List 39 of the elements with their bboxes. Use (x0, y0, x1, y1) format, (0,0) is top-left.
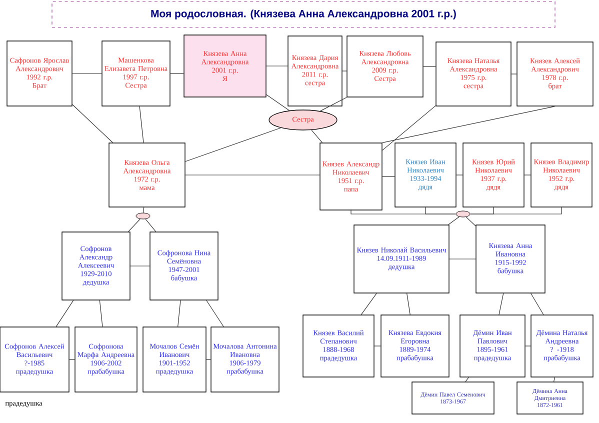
connector-line (465, 377, 469, 382)
connector-line (206, 359, 211, 360)
connector-line (382, 105, 436, 151)
connector-line (466, 216, 476, 226)
connector-line (360, 293, 377, 315)
connector-line (342, 70, 347, 72)
connector-line (530, 293, 544, 315)
connector-line (139, 106, 144, 143)
junction-ellipse (456, 210, 470, 218)
connector-line (423, 66, 436, 67)
connector-line (320, 97, 347, 112)
connector-line (406, 293, 410, 315)
connector-line (56, 300, 74, 327)
connector-line (178, 300, 181, 327)
connector-line (185, 174, 320, 176)
title-box: Моя родословная. (Князева Анна Александровна 2001 г.р.) (52, 1, 556, 28)
connector-line (143, 207, 144, 214)
connector-line (553, 377, 556, 382)
connector-line (128, 218, 140, 232)
connector-line (456, 174, 463, 176)
connector-line (72, 104, 114, 143)
connector-line (145, 218, 156, 232)
connector-line (99, 300, 103, 327)
connector-line (185, 128, 281, 162)
connector-line (470, 207, 562, 214)
connector-line (382, 106, 556, 143)
connector-line (311, 130, 323, 143)
connector-line (382, 176, 395, 177)
connector-line (170, 73, 184, 74)
connector-line (266, 94, 290, 111)
connector-line (206, 300, 224, 327)
connector-line (448, 216, 460, 225)
connector-line (425, 207, 456, 214)
connector-line (449, 258, 476, 260)
junction-ellipse (136, 212, 150, 220)
connector-line (524, 174, 531, 176)
connector-line (72, 73, 102, 74)
connector-line (69, 359, 75, 360)
connector-line (498, 293, 504, 315)
